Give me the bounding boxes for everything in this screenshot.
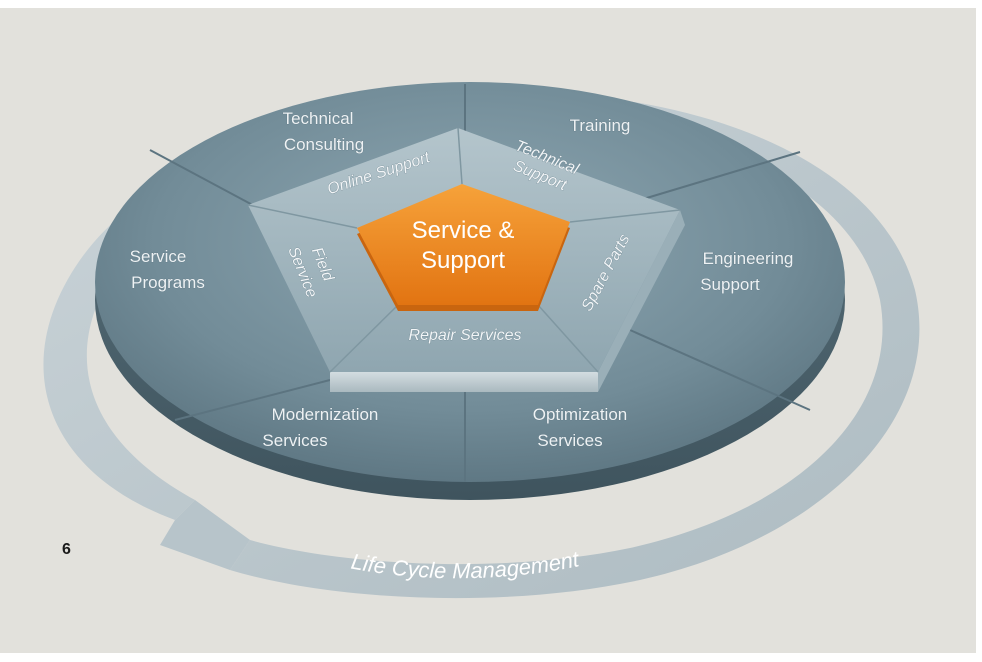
page-number: 6 <box>62 541 71 558</box>
center-label-line1: Service & <box>412 217 515 244</box>
optimization-services-label-line2: Services <box>537 431 602 450</box>
center-label-line2: Support <box>421 247 505 274</box>
training-label: Training <box>570 116 631 135</box>
center-pentagon <box>357 184 570 311</box>
technical-consulting-label-line1: Technical <box>283 109 354 128</box>
service-programs-label-line2: Programs <box>131 273 205 292</box>
engineering-support-label-line2: Support <box>700 275 760 294</box>
optimization-services-label-line1: Optimization <box>533 405 627 424</box>
engineering-support-label-line1: Engineering <box>703 249 794 268</box>
service-programs-label-line1: Service <box>130 247 187 266</box>
modernization-services-label-line1: Modernization <box>272 405 379 424</box>
repair-services-label: Repair Services <box>409 327 522 344</box>
modernization-services-label-line2: Services <box>262 431 327 450</box>
technical-consulting-label-line2: Consulting <box>284 135 364 154</box>
